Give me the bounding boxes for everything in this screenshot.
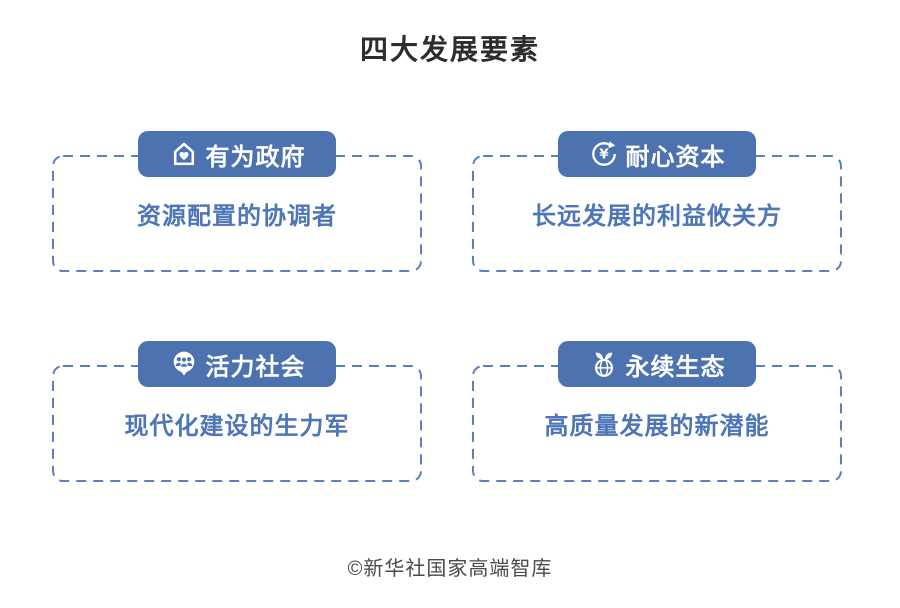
card-capital: ¥ 耐心资本 长远发展的利益攸关方 <box>472 131 842 272</box>
yen-cycle-icon: ¥ <box>591 141 616 166</box>
card-description: 现代化建设的生力军 <box>124 413 350 440</box>
page-title: 四大发展要素 <box>359 34 540 65</box>
card-header-society: 活力社会 <box>138 341 336 387</box>
card-label: 永续生态 <box>625 353 726 381</box>
card-description: 资源配置的协调者 <box>137 203 337 230</box>
people-group-icon <box>173 351 194 376</box>
card-header-government: 有为政府 <box>138 131 336 177</box>
card-label: 有为政府 <box>205 143 306 171</box>
card-label: 耐心资本 <box>625 143 726 171</box>
card-ecology: 永续生态 高质量发展的新潜能 <box>472 341 842 482</box>
card-description: 高质量发展的新潜能 <box>544 413 770 440</box>
house-heart-icon <box>173 142 194 166</box>
svg-text:¥: ¥ <box>599 148 609 163</box>
globe-leaf-icon <box>594 352 613 377</box>
copyright-footer: ©新华社国家高端智库 <box>347 558 553 580</box>
card-society: 活力社会 现代化建设的生力军 <box>52 341 422 482</box>
card-government: 有为政府 资源配置的协调者 <box>52 131 422 272</box>
card-header-capital: ¥ 耐心资本 <box>558 131 756 177</box>
card-label: 活力社会 <box>205 353 306 381</box>
card-description: 长远发展的利益攸关方 <box>532 203 782 230</box>
card-header-ecology: 永续生态 <box>558 341 756 387</box>
